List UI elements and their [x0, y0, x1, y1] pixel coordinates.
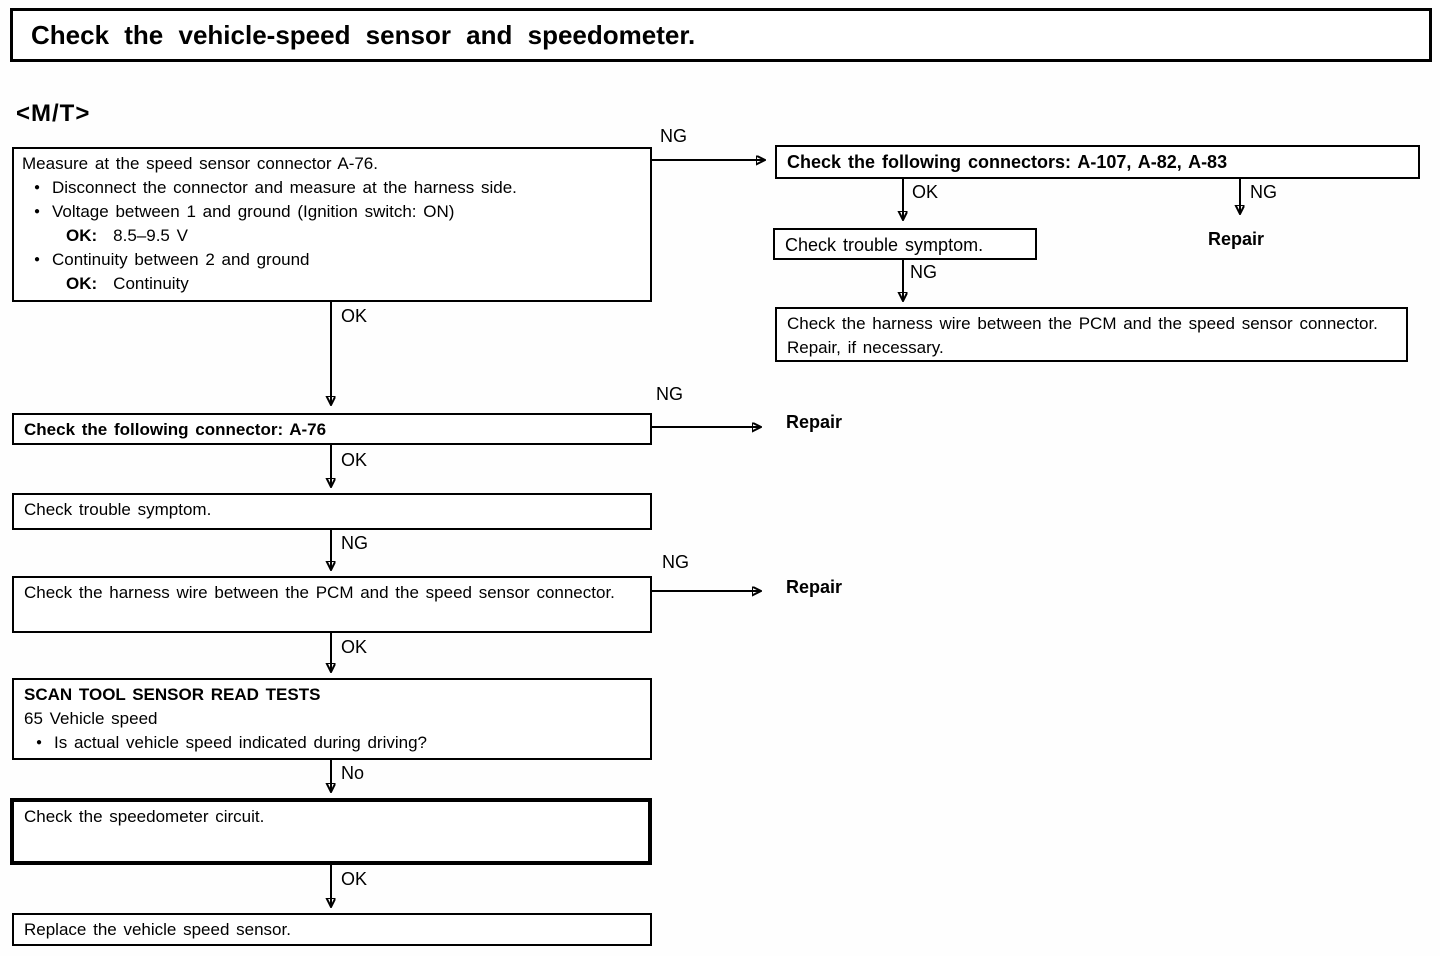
node-measure-sensor: Measure at the speed sensor connector A-…: [12, 147, 652, 302]
edge-label-ok: OK: [341, 306, 368, 326]
node-check-trouble-symptom-left: Check trouble symptom.: [12, 493, 652, 530]
bullet-text: Disconnect the connector and measure at …: [52, 178, 517, 197]
ok-value: Continuity: [113, 274, 189, 293]
bullet-text: Voltage between 1 and ground (Ignition s…: [52, 202, 455, 221]
bullet-line: ● Continuity between 2 and ground: [22, 248, 642, 272]
bullet-icon: ●: [33, 182, 41, 193]
edge-label-ng: NG: [1250, 182, 1277, 202]
bullet-line: ● Is actual vehicle speed indicated duri…: [24, 731, 640, 755]
edge-label-ng: NG: [660, 126, 687, 146]
node-replace-speed-sensor: Replace the vehicle speed sensor.: [12, 913, 652, 946]
ok-label: OK:: [66, 226, 98, 245]
edge-label-no: No: [341, 763, 365, 783]
ok-spec-line: OK: Continuity: [22, 272, 642, 296]
node-text: Check the harness wire between the PCM a…: [787, 314, 1378, 357]
edge-label-ok: OK: [912, 182, 939, 202]
edge-label-ng: NG: [341, 533, 368, 553]
terminal-repair-harness: Repair: [786, 577, 843, 597]
ok-value: 8.5–9.5 V: [113, 226, 188, 245]
node-check-connectors-a107: Check the following connectors: A-107, A…: [775, 145, 1420, 179]
edge-label-ok: OK: [341, 869, 368, 889]
node-text: Check the speedometer circuit.: [24, 807, 265, 826]
node-check-harness-wire-left: Check the harness wire between the PCM a…: [12, 576, 652, 633]
ok-label: OK:: [66, 274, 98, 293]
bullet-text: Continuity between 2 and ground: [52, 250, 310, 269]
bullet-line: ● Voltage between 1 and ground (Ignition…: [22, 200, 642, 224]
edge-label-ok: OK: [341, 637, 368, 657]
bullet-icon: ●: [33, 254, 41, 265]
node-measure-title: Measure at the speed sensor connector A-…: [22, 154, 378, 173]
node-text: Check the following connector: A-76: [24, 420, 327, 439]
terminal-repair-a76: Repair: [786, 412, 843, 432]
bullet-line: ● Disconnect the connector and measure a…: [22, 176, 642, 200]
node-scan-tool-sensor-read: SCAN TOOL SENSOR READ TESTS 65 Vehicle s…: [12, 678, 652, 760]
edge-label-ng: NG: [656, 384, 683, 404]
node-text: Check trouble symptom.: [785, 235, 984, 255]
node-check-speedometer-circuit: Check the speedometer circuit.: [10, 798, 652, 865]
node-text: Check the harness wire between the PCM a…: [24, 583, 615, 602]
edge-label-ng: NG: [910, 262, 937, 282]
node-check-trouble-symptom-right: Check trouble symptom.: [773, 228, 1037, 260]
bullet-text: Is actual vehicle speed indicated during…: [54, 733, 428, 752]
section-label-mt: <M/T>: [16, 100, 91, 127]
terminal-repair-top: Repair: [1208, 229, 1265, 249]
scan-tool-title: SCAN TOOL SENSOR READ TESTS: [24, 685, 321, 704]
page-title: Check the vehicle-speed sensor and speed…: [10, 8, 1432, 62]
edge-label-ng: NG: [662, 552, 689, 572]
node-text: Replace the vehicle speed sensor.: [24, 920, 291, 939]
ok-spec-line: OK: 8.5–9.5 V: [22, 224, 642, 248]
bullet-icon: ●: [33, 206, 41, 217]
node-check-harness-wire-right: Check the harness wire between the PCM a…: [775, 307, 1408, 362]
node-text: Check the following connectors: A-107, A…: [787, 152, 1228, 172]
bullet-icon: ●: [35, 737, 43, 748]
edge-label-ok: OK: [341, 450, 368, 470]
scan-tool-subtitle: 65 Vehicle speed: [24, 709, 158, 728]
page-title-text: Check the vehicle-speed sensor and speed…: [31, 20, 696, 50]
node-check-connector-a76: Check the following connector: A-76: [12, 413, 652, 445]
node-text: Check trouble symptom.: [24, 500, 212, 519]
